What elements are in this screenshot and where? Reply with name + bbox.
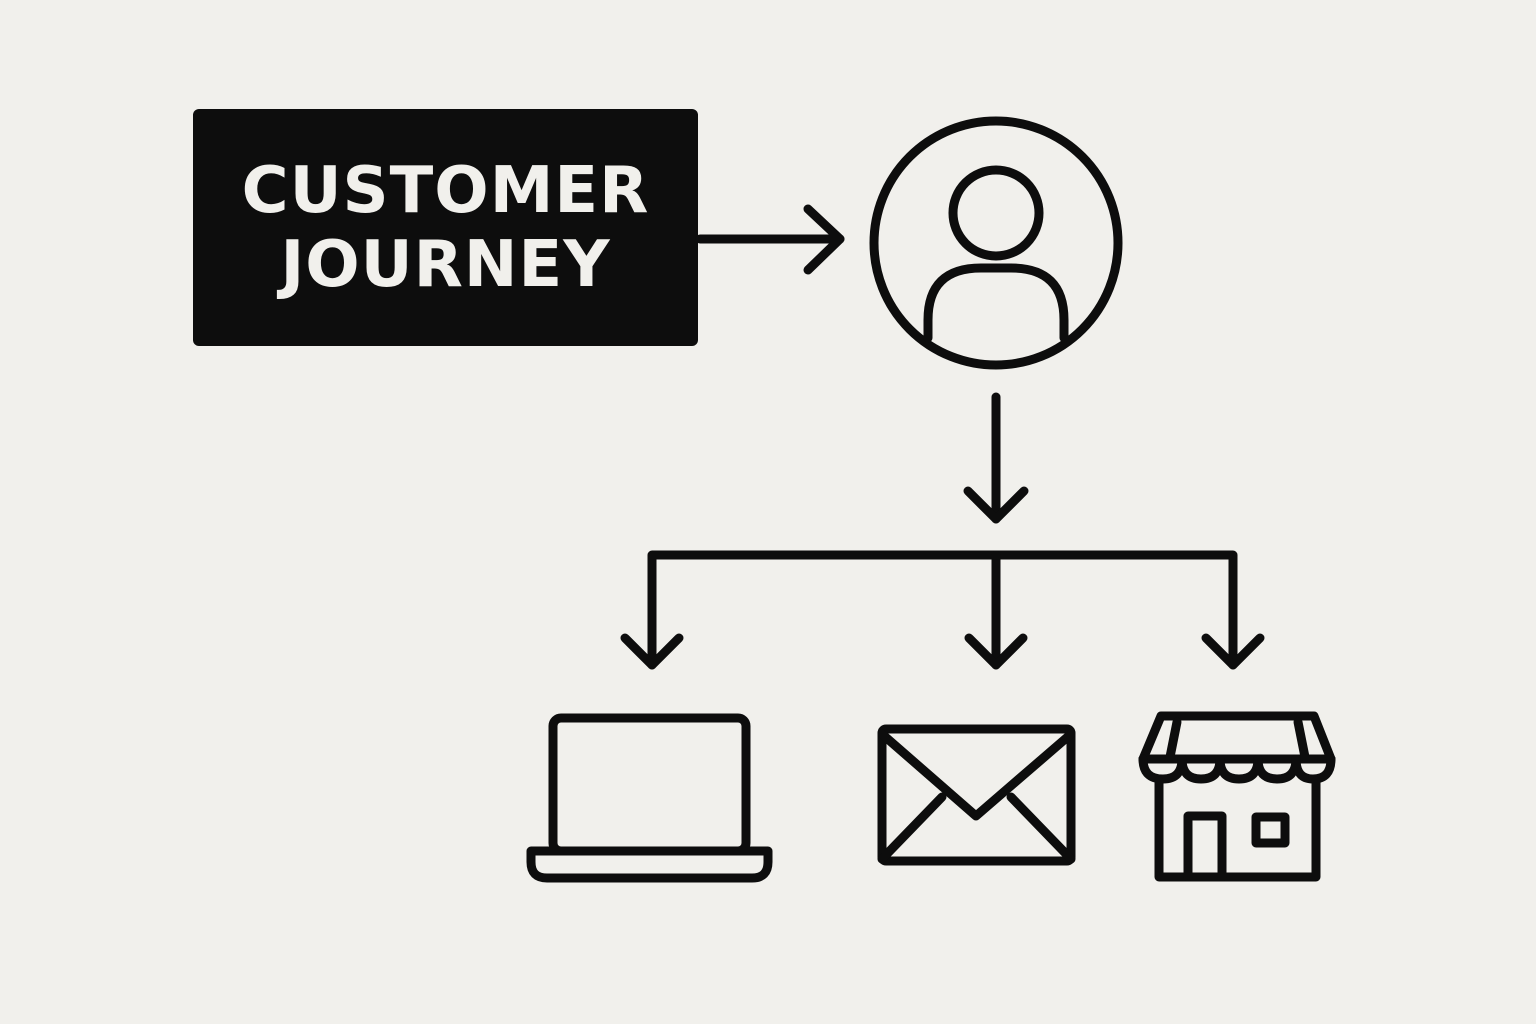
laptop-icon	[526, 713, 773, 883]
title-line-1: CUSTOMER	[241, 153, 650, 228]
user-icon	[869, 116, 1123, 370]
arrow-to-laptop	[620, 633, 684, 670]
mail-icon	[877, 724, 1076, 866]
arrow-title-to-customer	[695, 204, 845, 275]
branch-connector	[647, 550, 1238, 670]
store-icon	[1138, 711, 1336, 882]
customer-journey-title-box: CUSTOMER JOURNEY	[193, 109, 698, 346]
arrow-to-mail	[964, 633, 1028, 670]
arrow-to-store	[1201, 633, 1265, 670]
title-line-2: JOURNEY	[280, 227, 611, 302]
arrow-customer-down	[963, 392, 1029, 524]
